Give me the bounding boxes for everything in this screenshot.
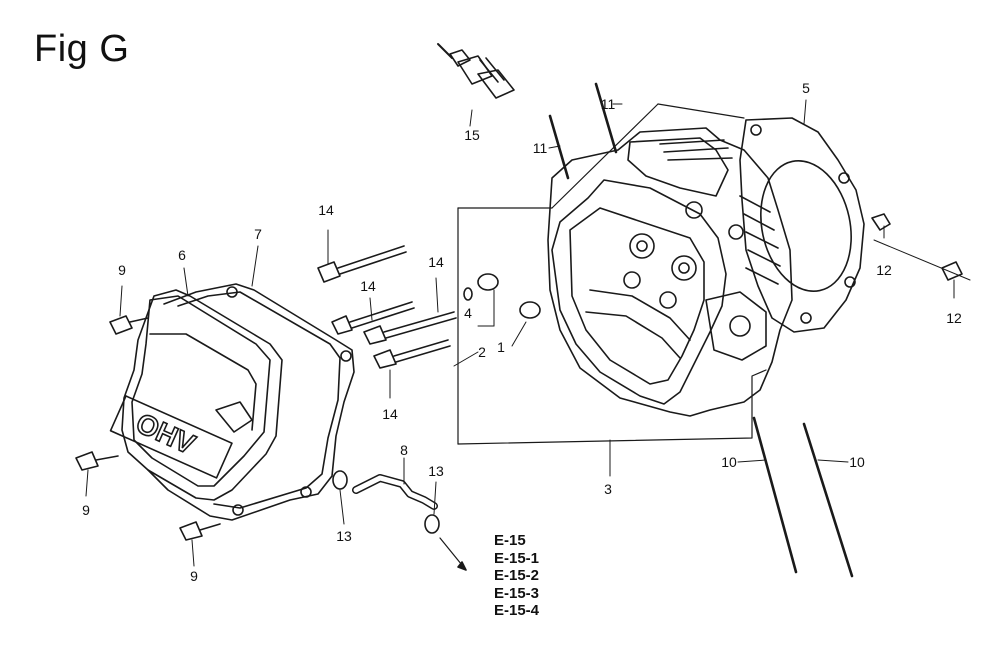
reference-list: E-15 E-15-1 E-15-2 E-15-3 E-15-4 xyxy=(494,532,539,620)
callout-5: 5 xyxy=(802,80,810,96)
callout-9: 9 xyxy=(190,568,198,584)
cover-bolts xyxy=(75,315,221,541)
callout-7: 7 xyxy=(254,226,262,242)
valve-cover-gasket xyxy=(147,283,355,521)
leader-lines xyxy=(85,99,971,567)
reference-item[interactable]: E-15 xyxy=(494,532,526,549)
studs-lower xyxy=(752,416,854,578)
studs-upper xyxy=(548,82,618,180)
figure-title: Fig G xyxy=(34,28,130,70)
callout-12: 12 xyxy=(946,310,962,326)
callout-10: 10 xyxy=(849,454,865,470)
reference-arrow xyxy=(439,537,467,571)
callout-9: 9 xyxy=(82,502,90,518)
callout-15: 15 xyxy=(464,127,480,143)
cylinder-head xyxy=(547,127,793,417)
reference-item[interactable]: E-15-1 xyxy=(494,549,540,567)
callout-3: 3 xyxy=(604,481,612,497)
callout-4: 4 xyxy=(464,305,472,321)
ohv-lettering: OHV xyxy=(132,407,200,460)
callout-14: 14 xyxy=(318,202,334,218)
reference-item[interactable]: E-15-3 xyxy=(494,584,540,602)
callout-13: 13 xyxy=(428,463,444,479)
reference-item[interactable]: E-15-2 xyxy=(494,567,540,584)
callout-2: 2 xyxy=(478,344,486,360)
callout-1: 1 xyxy=(497,339,505,355)
callout-14: 14 xyxy=(360,278,376,294)
head-gasket xyxy=(739,117,865,333)
callout-11: 11 xyxy=(600,96,616,112)
callout-12: 12 xyxy=(876,262,892,278)
breather-tube xyxy=(332,470,440,534)
callout-14: 14 xyxy=(382,406,398,422)
head-bolts xyxy=(317,245,457,369)
callout-10: 10 xyxy=(721,454,737,470)
callout-8: 8 xyxy=(400,442,408,458)
reference-item[interactable]: E-15-4 xyxy=(494,602,540,619)
valve-cover xyxy=(109,289,283,501)
assembly-bracket xyxy=(457,103,767,445)
callout-11: 11 xyxy=(532,140,548,156)
callout-9: 9 xyxy=(118,262,126,278)
callout-14: 14 xyxy=(428,254,444,270)
ohv-plate xyxy=(109,395,233,479)
callout-13: 13 xyxy=(336,528,352,544)
valve-parts xyxy=(463,273,541,319)
spark-plug xyxy=(437,43,515,99)
dowel-pins xyxy=(871,213,963,281)
callout-6: 6 xyxy=(178,247,186,263)
